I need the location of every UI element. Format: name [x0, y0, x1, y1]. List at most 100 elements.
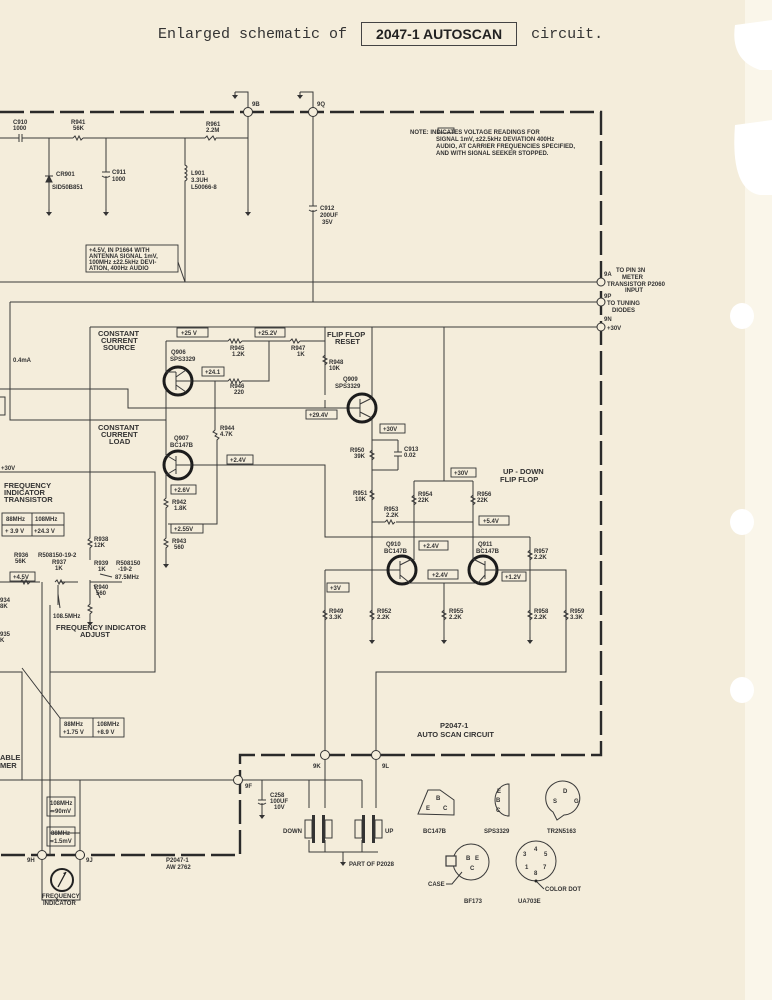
label-r943-val: 560	[174, 545, 185, 551]
label-q909-val: SPS3329	[335, 384, 361, 390]
voltage-reading: +30V	[383, 427, 397, 433]
current-label: 0.4mA	[13, 358, 32, 364]
voltage-readings: +25 V +25.2V +24.1 +29.4V +30V +2.4V +2.…	[9, 327, 527, 593]
freq-table-cell: 108MHz	[50, 801, 72, 807]
label-c912-val: 200UF	[320, 213, 338, 219]
label-r961: R961	[206, 122, 221, 128]
label-c258-val: 100UF	[270, 799, 288, 805]
label-r951-val: 10K	[355, 497, 367, 503]
terminal-note: TO TUNING	[607, 301, 640, 307]
section-label: ABLE	[0, 753, 20, 762]
label-q910-val: BC147B	[384, 549, 408, 555]
note-line: ANTENNA SIGNAL 1mV,	[89, 254, 158, 260]
label-r947-val: 1K	[297, 352, 305, 358]
label-r945-val: 1.2K	[232, 352, 245, 358]
pinout-bf173: B E C CASE BF173	[428, 843, 490, 905]
label-c912-volt: 35V	[322, 220, 333, 226]
voltage-reading: +1.2V	[505, 575, 521, 581]
terminal-9f: 9F	[245, 784, 252, 790]
label-r943: R943	[172, 539, 187, 545]
voltage-reading: +25.2V	[258, 331, 277, 337]
pinout-name: UA703E	[518, 899, 541, 905]
label-q909: Q909	[343, 377, 358, 383]
component-labels: C910 1000 R941 56K R961 2.2M CR901 SID50…	[0, 120, 585, 811]
pin-label: 4	[534, 847, 538, 853]
pin-label: 5	[544, 852, 548, 858]
note-line: ATION, 400Hz AUDIO	[89, 266, 149, 272]
voltage-reading: +5.4V	[483, 519, 499, 525]
section-label: RESET	[335, 337, 360, 346]
label-r942-val: 1.8K	[174, 506, 187, 512]
label-r938-val: 12K	[94, 543, 106, 549]
label-c258: C258	[270, 793, 285, 799]
pin-label: E	[497, 789, 501, 795]
voltage-reading: +30V	[454, 471, 468, 477]
label-r952: R952	[377, 609, 392, 615]
label-r956: R956	[477, 492, 492, 498]
pinout-sps3329: E B C SPS3329	[484, 783, 510, 835]
label-r935: 935	[0, 632, 11, 638]
section-labels: CONSTANT CURRENT SOURCE CONSTANT CURRENT…	[0, 329, 544, 907]
label-r955-val: 2.2K	[449, 615, 462, 621]
section-label: INDICATOR	[4, 488, 46, 497]
note-line: 100MHz ±22.5kHz DEVI-	[89, 260, 156, 266]
pin-label: 8	[534, 871, 538, 877]
pin-label: C	[470, 866, 475, 872]
wiring	[0, 91, 597, 901]
voltage-reading: +2.4V	[432, 573, 448, 579]
label-r938: R938	[94, 537, 109, 543]
pin-label: G	[574, 799, 579, 805]
voltage-reading: +25 V	[181, 331, 197, 337]
label-r934-val: 8K	[0, 604, 8, 610]
pin-label: COLOR DOT	[545, 887, 581, 893]
terminal-9n: 9N	[604, 317, 612, 323]
pin-label: 7	[543, 865, 547, 871]
transistor-q907	[162, 449, 194, 481]
title-boxed: 2047-1 AUTOSCAN	[361, 22, 518, 46]
label-r954: R954	[418, 492, 433, 498]
label-r953-val: 2.2K	[386, 513, 399, 519]
label-r942: R942	[172, 500, 187, 506]
pin-label: S	[553, 799, 557, 805]
label-q907-val: BC147B	[170, 443, 194, 449]
pin-label: B	[466, 856, 471, 862]
terminal-note: INPUT	[625, 288, 643, 294]
frequency-indicator-meter	[50, 868, 74, 892]
label-c912: C912	[320, 206, 335, 212]
artwork-label: AW 2762	[166, 865, 191, 871]
label-q906: Q906	[171, 350, 186, 356]
switch-up-label: UP	[385, 829, 393, 835]
label-r939-part2: -19-2	[118, 567, 133, 573]
label-l901-val: 3.3UH	[191, 178, 208, 184]
ground-symbols	[45, 91, 534, 867]
voltage-reading: +2.4V	[230, 458, 246, 464]
pin-label: CASE	[428, 882, 445, 888]
label-r944: R944	[220, 426, 235, 432]
meter-label: INDICATOR	[43, 901, 76, 907]
supply-label: +30V	[1, 466, 15, 472]
label-r955: R955	[449, 609, 464, 615]
voltage-reading: +2.6V	[174, 488, 190, 494]
label-r949-val: 3.3K	[329, 615, 342, 621]
misc-labels: 0.4mA +30V 87.5MHz 108.5MHz	[1, 358, 139, 620]
label-r946: R946	[230, 384, 245, 390]
pinout-name: SPS3329	[484, 829, 510, 835]
label-r946-val: 220	[234, 390, 245, 396]
freq-table-cell: ≃1.5mV	[49, 839, 72, 845]
pin-label: 3	[523, 852, 527, 858]
voltage-reading: +2.4V	[423, 544, 439, 550]
label-r958: R958	[534, 609, 549, 615]
section-label: LOAD	[109, 437, 131, 446]
label-c258-volt: 10V	[274, 805, 285, 811]
label-r936: R936	[14, 553, 29, 559]
label-r947: R947	[291, 346, 306, 352]
label-r939-val: 1K	[98, 567, 106, 573]
section-label: FLIP FLOP	[500, 475, 538, 484]
terminal-9a: 9A	[604, 272, 612, 278]
pin-label: B	[496, 798, 501, 804]
freq-label: 108.5MHz	[53, 614, 80, 620]
voltage-reading: +2.55V	[174, 527, 193, 533]
freq-table-cell: 108MHz	[35, 517, 57, 523]
label-c910: C910	[13, 120, 28, 126]
freq-table-cell: 88MHz	[51, 831, 70, 837]
